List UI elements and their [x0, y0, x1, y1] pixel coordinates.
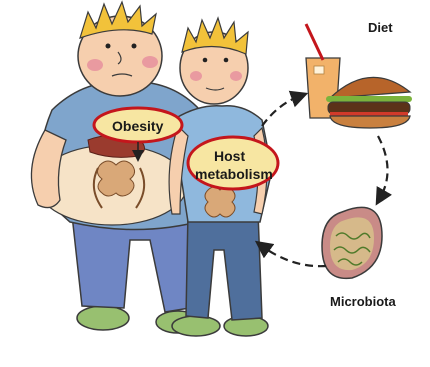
- burger-bottom-bun: [330, 116, 410, 128]
- small-boy-cheek-left: [190, 71, 202, 81]
- small-boy-eye-right: [224, 58, 229, 63]
- diet-label: Diet: [368, 20, 393, 35]
- soda-ice: [314, 66, 324, 74]
- soda-straw: [306, 24, 323, 60]
- big-boy-left-shoe: [77, 306, 129, 330]
- arrow-microbiota-to-host: [262, 246, 326, 266]
- host-metabolism-label-line2: metabolism: [195, 166, 273, 182]
- burger-lettuce: [326, 96, 412, 102]
- host-metabolism-label-line1: Host: [214, 148, 245, 164]
- arrow-host-to-diet: [262, 96, 300, 126]
- diet-illustration: [306, 24, 412, 128]
- big-boy-eye-left: [106, 44, 111, 49]
- big-boy-eye-right: [132, 44, 137, 49]
- arrow-diet-to-microbiota: [378, 136, 388, 198]
- small-boy-left-shoe: [172, 316, 220, 336]
- small-boy-intestine: [205, 187, 235, 217]
- microbiota-illustration: [322, 207, 382, 278]
- small-boy-cheek-right: [230, 71, 242, 81]
- microbiota-label: Microbiota: [330, 294, 396, 309]
- obesity-label: Obesity: [112, 118, 163, 134]
- burger-top-bun: [330, 77, 410, 98]
- small-boy-eye-left: [203, 58, 208, 63]
- big-boy-cheek-right: [142, 56, 158, 68]
- big-boy-cheek-left: [87, 59, 103, 71]
- big-boy-intestine: [97, 161, 134, 196]
- small-boy-pants: [186, 212, 262, 320]
